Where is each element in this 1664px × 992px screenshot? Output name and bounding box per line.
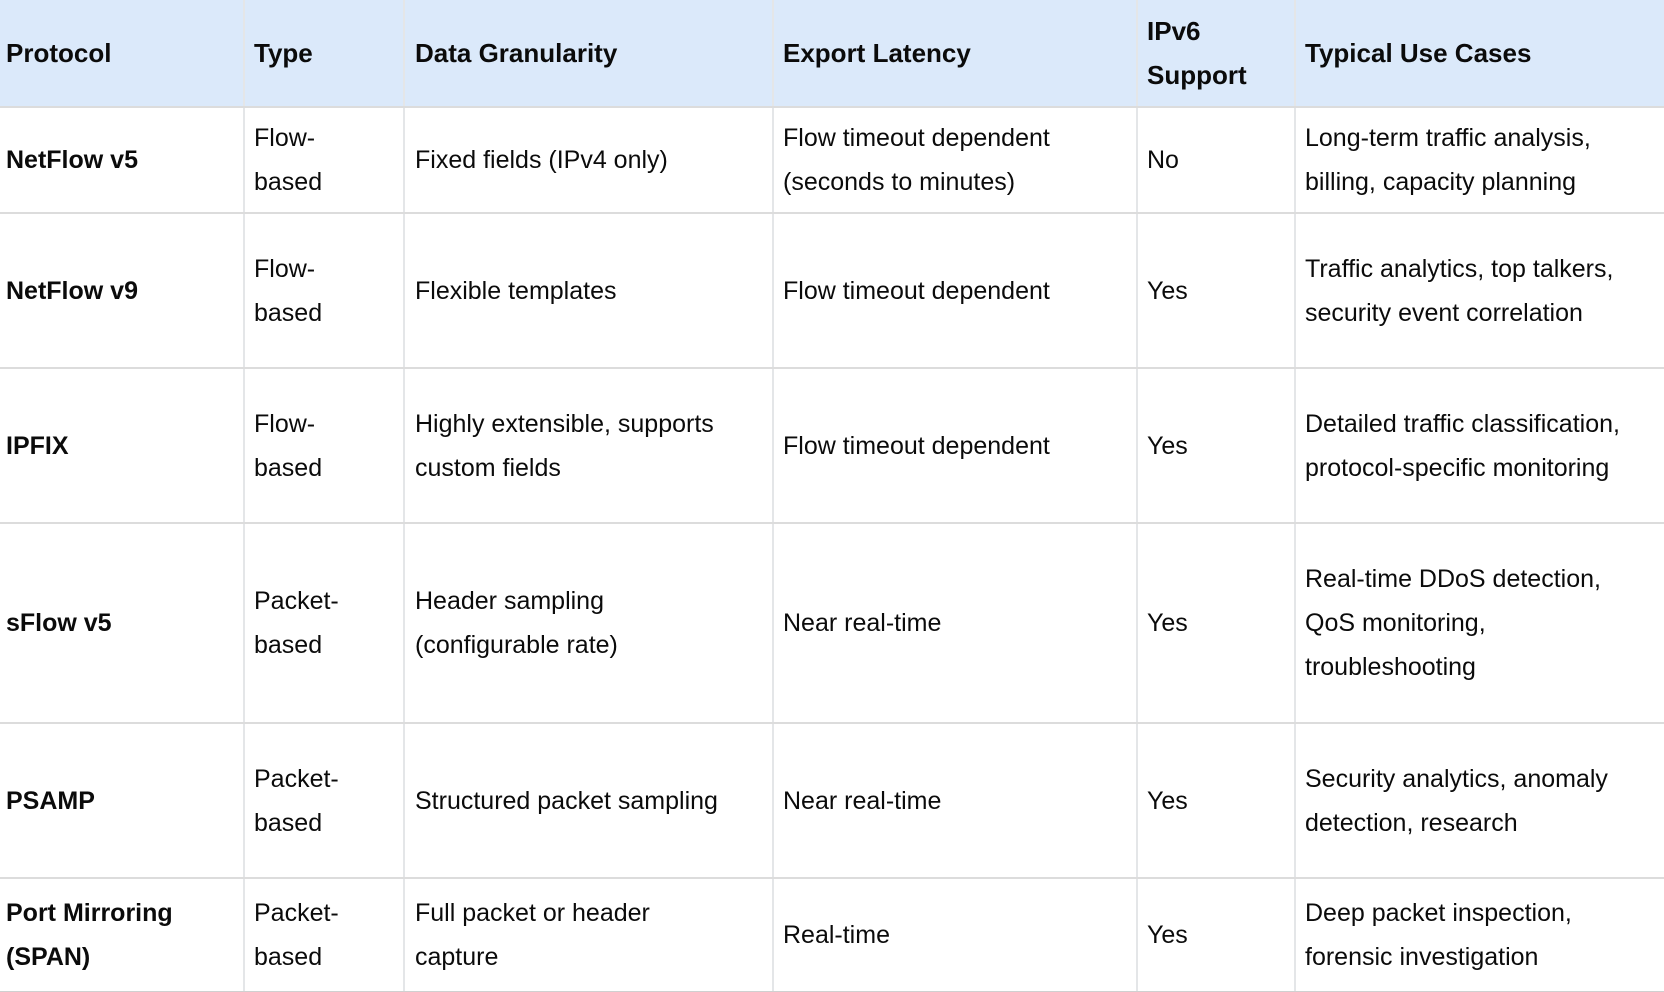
typical-use-cases: Real-time DDoS detection, QoS monitoring… [1295, 523, 1664, 724]
data-granularity: Header sampling (configurable rate) [404, 523, 774, 724]
table-row-ipfix: IPFIX Flow-based Highly extensible, supp… [0, 368, 1664, 524]
protocol-name: sFlow v5 [0, 523, 245, 724]
data-granularity: Flexible templates [404, 213, 774, 369]
column-header-data-granularity: Data Granularity [404, 0, 774, 108]
protocol-type: Packet-based [244, 878, 405, 992]
typical-use-cases: Long-term traffic analysis, billing, cap… [1295, 107, 1664, 214]
ipv6-support: Yes [1137, 523, 1296, 724]
typical-use-cases: Detailed traffic classification, protoco… [1295, 368, 1664, 524]
data-granularity: Fixed fields (IPv4 only) [404, 107, 774, 214]
table-row-port-mirroring-span: Port Mirroring (SPAN) Packet-based Full … [0, 878, 1664, 992]
protocol-name: PSAMP [0, 723, 245, 879]
protocol-name: IPFIX [0, 368, 245, 524]
typical-use-cases: Deep packet inspection, forensic investi… [1295, 878, 1664, 992]
table-body: NetFlow v5 Flow-based Fixed fields (IPv4… [0, 107, 1664, 992]
protocol-type: Packet-based [244, 723, 405, 879]
typical-use-cases: Security analytics, anomaly detection, r… [1295, 723, 1664, 879]
table-row-netflow-v5: NetFlow v5 Flow-based Fixed fields (IPv4… [0, 107, 1664, 214]
typical-use-cases: Traffic analytics, top talkers, security… [1295, 213, 1664, 369]
ipv6-support: No [1137, 107, 1296, 214]
header-row: Protocol Type Data Granularity Export La… [0, 0, 1664, 108]
column-header-type: Type [244, 0, 405, 108]
ipv6-support: Yes [1137, 213, 1296, 369]
protocol-type: Packet-based [244, 523, 405, 724]
column-header-ipv6-support: IPv6 Support [1137, 0, 1296, 108]
export-latency: Near real-time [773, 723, 1138, 879]
protocol-name: NetFlow v5 [0, 107, 245, 214]
ipv6-support: Yes [1137, 723, 1296, 879]
export-latency: Near real-time [773, 523, 1138, 724]
export-latency: Flow timeout dependent [773, 368, 1138, 524]
protocol-type: Flow-based [244, 107, 405, 214]
data-granularity: Full packet or header capture [404, 878, 774, 992]
data-granularity: Highly extensible, supports custom field… [404, 368, 774, 524]
protocol-type: Flow-based [244, 213, 405, 369]
export-latency: Flow timeout dependent [773, 213, 1138, 369]
table-row-sflow-v5: sFlow v5 Packet-based Header sampling (c… [0, 523, 1664, 724]
ipv6-support: Yes [1137, 878, 1296, 992]
protocol-type: Flow-based [244, 368, 405, 524]
protocol-name: Port Mirroring (SPAN) [0, 878, 245, 992]
table-row-psamp: PSAMP Packet-based Structured packet sam… [0, 723, 1664, 879]
ipv6-support: Yes [1137, 368, 1296, 524]
table-header: Protocol Type Data Granularity Export La… [0, 0, 1664, 108]
table-row-netflow-v9: NetFlow v9 Flow-based Flexible templates… [0, 213, 1664, 369]
column-header-typical-use-cases: Typical Use Cases [1295, 0, 1664, 108]
export-latency: Real-time [773, 878, 1138, 992]
export-latency: Flow timeout dependent (seconds to minut… [773, 107, 1138, 214]
data-granularity: Structured packet sampling [404, 723, 774, 879]
column-header-protocol: Protocol [0, 0, 245, 108]
protocol-name: NetFlow v9 [0, 213, 245, 369]
column-header-export-latency: Export Latency [773, 0, 1138, 108]
